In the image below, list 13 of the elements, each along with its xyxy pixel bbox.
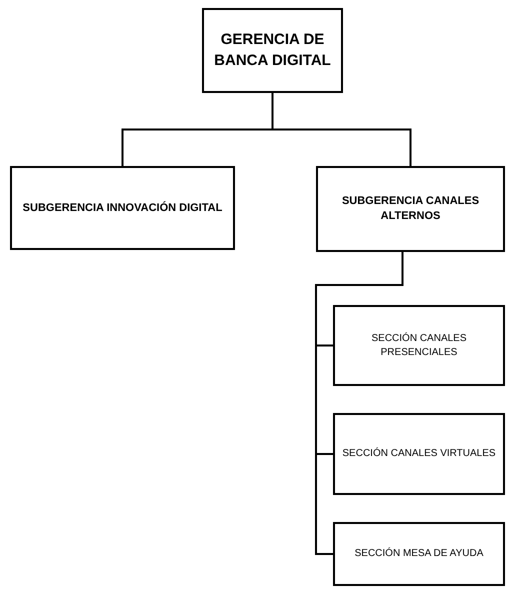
section-box <box>333 522 505 586</box>
box-label: SUBGERENCIA CANALES ALTERNOS <box>340 194 480 224</box>
org-box <box>316 166 505 252</box>
box-label: SECCIÓN CANALES VIRTUALES <box>342 447 496 461</box>
section-box <box>333 305 505 386</box>
box-label: SECCIÓN MESA DE AYUDA <box>354 547 484 561</box>
connector-line <box>272 93 412 166</box>
box-label: SECCIÓN CANALES PRESENCIALES <box>370 332 468 359</box>
box-label: SUBGERENCIA INNOVACIÓN DIGITAL <box>22 200 222 216</box>
box-label: GERENCIA DE BANCA DIGITAL <box>213 30 332 70</box>
section-box <box>333 413 505 495</box>
org-box <box>202 8 343 93</box>
org-box <box>10 166 235 250</box>
